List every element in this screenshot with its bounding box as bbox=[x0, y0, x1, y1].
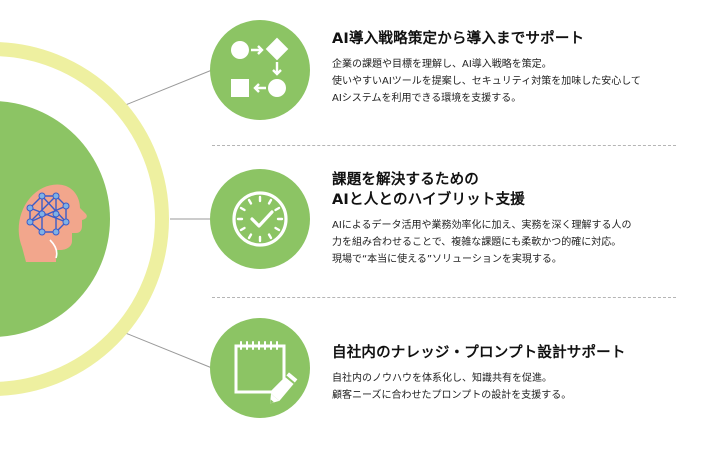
feature-1-icon-circle bbox=[210, 20, 310, 120]
feature-2-title: 課題を解決するための AIと人とのハイブリット支援 bbox=[332, 170, 525, 210]
feature-2-desc-line: 力を組み合わせることで、複雑な課題にも柔軟かつ的確に対応。 bbox=[332, 237, 622, 248]
divider-2 bbox=[212, 297, 676, 298]
divider-1 bbox=[212, 145, 676, 146]
feature-1-desc-line: 企業の課題や目標を理解し、AI導入戦略を策定。 bbox=[332, 59, 552, 70]
feature-3-desc-line: 顧客ニーズに合わせたプロンプトの設計を支援する。 bbox=[332, 390, 572, 401]
flow-diagram-icon bbox=[231, 37, 289, 97]
clock-icon bbox=[232, 191, 288, 247]
feature-1-description: 企業の課題や目標を理解し、AI導入戦略を策定。 使いやすいAIツールを提案し、セ… bbox=[332, 56, 692, 107]
hero-ring bbox=[0, 42, 169, 396]
feature-2-description: AIによるデータ活用や業務効率化に加え、実務を深く理解する人の 力を組み合わせる… bbox=[332, 217, 692, 268]
feature-3-icon-circle bbox=[210, 318, 310, 418]
feature-2-title-line: AIと人とのハイブリット支援 bbox=[332, 192, 525, 208]
ai-head-network-icon bbox=[18, 184, 87, 262]
feature-2-desc-line: 現場で“本当に使える”ソリューションを実現する。 bbox=[332, 254, 562, 265]
feature-3-description: 自社内のノウハウを体系化し、知識共有を促進。 顧客ニーズに合わせたプロンプトの設… bbox=[332, 370, 692, 404]
notepad-pencil-icon bbox=[234, 341, 298, 404]
feature-1-desc-line: 使いやすいAIツールを提案し、セキュリティ対策を加味した安心して bbox=[332, 76, 641, 87]
feature-3-desc-line: 自社内のノウハウを体系化し、知識共有を促進。 bbox=[332, 373, 552, 384]
feature-3-title: 自社内のナレッジ・プロンプト設計サポート bbox=[332, 345, 626, 361]
feature-2-title-line: 課題を解決するための bbox=[332, 172, 479, 188]
feature-1-desc-line: AIシステムを利用できる環境を支援する。 bbox=[332, 93, 522, 104]
feature-2-icon-circle bbox=[210, 169, 310, 269]
connector-line-1 bbox=[117, 69, 213, 109]
feature-2-desc-line: AIによるデータ活用や業務効率化に加え、実務を深く理解する人の bbox=[332, 220, 632, 231]
feature-1-title: AI導入戦略策定から導入までサポート bbox=[332, 31, 585, 47]
connector-line-3 bbox=[117, 329, 213, 369]
